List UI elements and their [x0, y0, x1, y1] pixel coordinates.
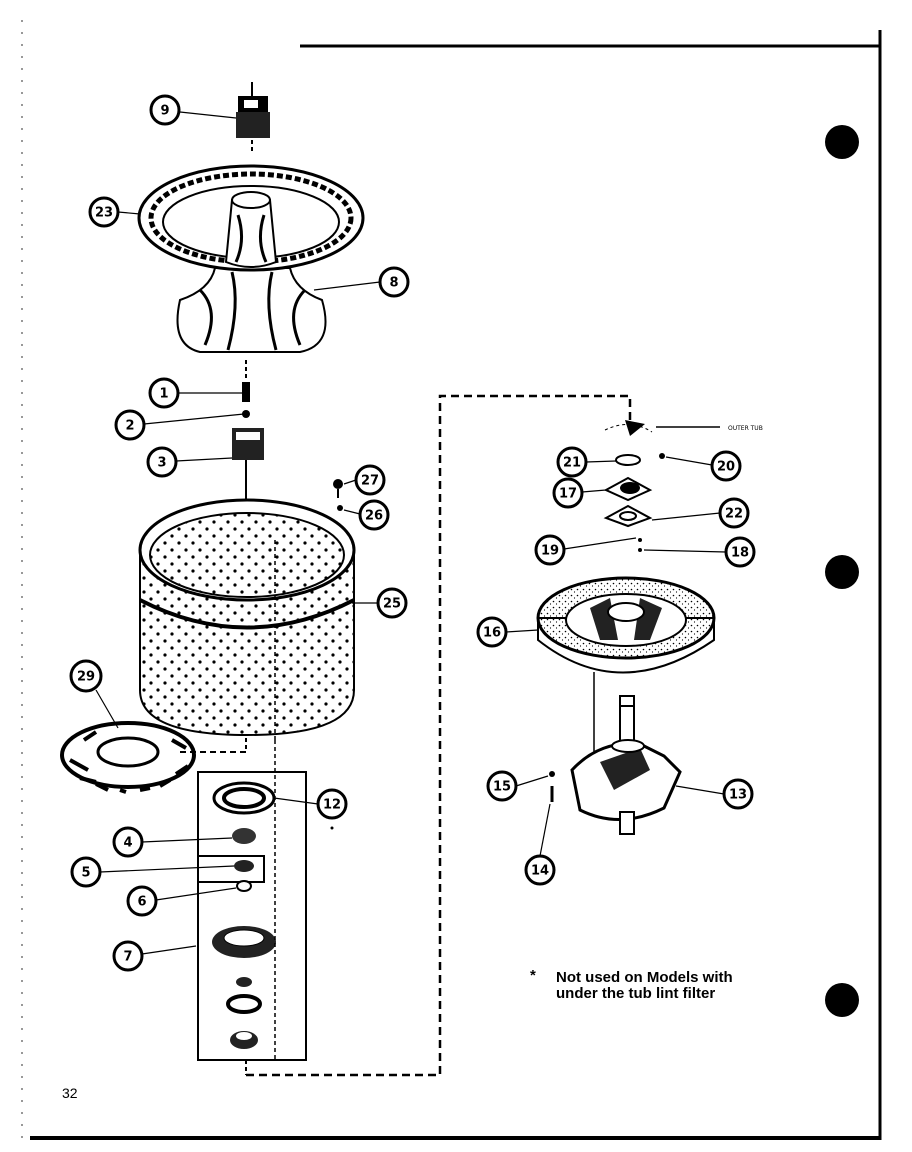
callout-label: 21 [563, 456, 581, 471]
callout-25: 25 [376, 587, 408, 619]
callout-14: 14 [524, 854, 556, 886]
callout-label: 15 [493, 780, 511, 795]
callout-26: 26 [358, 499, 390, 531]
callout-20: 20 [710, 450, 742, 482]
part-spin-basket [138, 498, 356, 740]
callout-17: 17 [552, 477, 584, 509]
leader-lines [95, 111, 727, 955]
callout-label: 29 [77, 670, 95, 685]
callout-label: 5 [81, 866, 90, 881]
callout-label: 18 [731, 546, 749, 561]
callout-21: 21 [556, 446, 588, 478]
callout-8: 8 [378, 266, 410, 298]
callout-1: 1 [148, 377, 180, 409]
part-agitator-cap [236, 82, 270, 152]
assembly-connector-dashed [246, 394, 632, 1077]
callout-label: 2 [125, 419, 134, 434]
page-number: 32 [62, 1085, 78, 1101]
callout-label: 12 [323, 798, 341, 813]
outer-tub-label: OUTER TUB [728, 425, 763, 432]
callout-label: 17 [559, 487, 577, 502]
callout-label: 25 [383, 597, 401, 612]
callout-label: 4 [123, 836, 132, 851]
callout-7: 7 [112, 940, 144, 972]
callout-label: 1 [159, 387, 168, 402]
callout-label: 22 [725, 507, 743, 522]
punch-hole-middle [825, 555, 859, 589]
callout-12: 12 [316, 788, 348, 820]
callout-15: 15 [486, 770, 518, 802]
part-transmission [549, 695, 682, 835]
callout-label: 9 [160, 104, 169, 119]
callout-23: 23 [88, 196, 120, 228]
callout-label: 26 [365, 509, 383, 524]
callout-5: 5 [70, 856, 102, 888]
callout-label: 23 [95, 206, 113, 221]
part-bolt-and-nut [232, 360, 264, 505]
part-bearing-housing [603, 453, 665, 552]
part-small-fasteners [333, 479, 343, 511]
callout-4: 4 [112, 826, 144, 858]
part-drive-pulley [536, 576, 716, 780]
part-seal-bearing-stack [197, 740, 334, 1075]
callout-13: 13 [722, 778, 754, 810]
note-line-2: under the tub lint filter [556, 985, 715, 1002]
callout-29: 29 [69, 659, 103, 693]
callout-19: 19 [534, 534, 566, 566]
note-asterisk: * [530, 967, 536, 984]
callout-label: 16 [483, 626, 501, 641]
note-line-1: Not used on Models with [556, 969, 733, 986]
page-border [21, 20, 882, 1140]
callout-9: 9 [149, 94, 181, 126]
punch-hole-bottom [825, 983, 859, 1017]
punch-hole-top [825, 125, 859, 159]
part-outer-tub-hub: OUTER TUB [604, 420, 763, 436]
part-lint-filter-ring [60, 721, 247, 794]
callout-label: 6 [137, 895, 146, 910]
part-agitator-assembly [137, 164, 365, 353]
callout-label: 20 [717, 460, 735, 475]
callout-6: 6 [126, 885, 158, 917]
callout-18: 18 [724, 536, 756, 568]
callout-label: 14 [531, 864, 549, 879]
callout-22: 22 [718, 497, 750, 529]
callout-2: 2 [114, 409, 146, 441]
callout-label: 19 [541, 544, 559, 559]
callout-label: 3 [157, 456, 166, 471]
callout-label: 7 [123, 950, 132, 965]
callout-label: 27 [361, 474, 379, 489]
callout-16: 16 [476, 616, 508, 648]
callout-27: 27 [354, 464, 386, 496]
callout-3: 3 [146, 446, 178, 478]
callout-label: 8 [389, 276, 398, 291]
callout-label: 13 [729, 788, 747, 803]
